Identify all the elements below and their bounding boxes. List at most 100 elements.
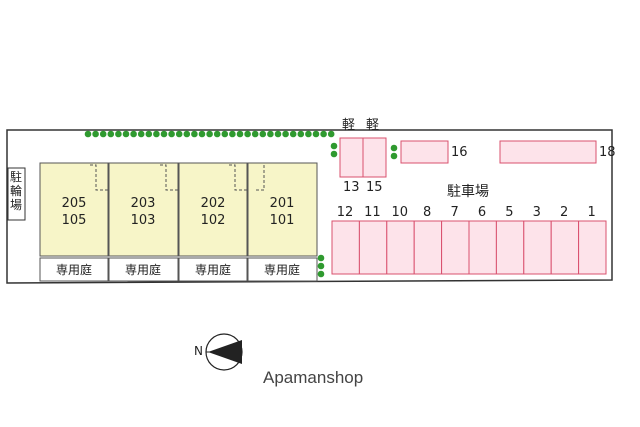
hedge-dot [330,150,338,158]
parking-stall-5 [495,220,525,275]
parking-stall-number: 12 [336,205,354,220]
unit-upper-number: 202 [200,196,226,211]
parking-stall-11 [358,220,388,275]
parking-spot-15-number: 15 [366,180,383,195]
parking-row [331,220,607,275]
unit-label-202-102: 202 102 [193,195,233,229]
hedge-dot [390,144,398,152]
unit-upper-number: 205 [61,196,87,211]
hedge-dot [137,130,145,138]
unit-lower-number: 102 [200,213,226,228]
hedge-dot [267,130,274,138]
hedge-dot [229,130,236,138]
hedge-dot [191,130,198,138]
kei-label-2: 軽 [366,118,380,133]
unit-label-205-105: 205 105 [54,195,94,229]
hedge-dot [305,130,312,138]
kei-parking-spots [339,137,387,178]
hedge-dot [259,130,267,138]
hedge-dot [183,130,191,138]
hedge-dot [175,130,183,138]
private-garden-label: 専用庭 [124,263,161,277]
parking-stall-number: 5 [505,205,514,220]
parking-stall-7 [441,220,470,275]
parking-stall-number: 2 [560,205,569,220]
hedge-dot [327,130,335,138]
parking-stall-10 [386,220,415,275]
unit-label-203-103: 203 103 [123,195,163,229]
hedge-dot [99,130,107,138]
private-garden-label: 専用庭 [194,263,231,277]
parking-spot-16-number: 16 [451,145,468,160]
unit-lower-number: 103 [130,213,156,228]
hedge-top [84,130,335,138]
hedge-dot [153,130,160,138]
unit-block-201-101 [247,162,318,257]
hedge-dot [317,262,325,270]
hedge-dot [198,130,206,138]
parking-stall-number: 11 [364,205,381,220]
hedge-dot [213,130,221,138]
parking-stall-number: 8 [423,205,432,220]
unit-block-203-103 [108,162,179,257]
hedge-dot [317,254,325,262]
building-block [39,162,318,257]
hedge-dot [289,130,297,138]
parking-stall-number: 7 [450,205,459,220]
hedge-dot [107,130,115,138]
kei-label-1: 軽 [342,118,356,133]
hedge-dot [145,130,153,138]
private-garden-label: 専用庭 [263,263,300,277]
parking-area-label: 駐車場 [447,184,489,200]
parking-stall-1 [578,220,607,275]
unit-block-205-105 [39,162,109,257]
parking-stall-number: 3 [532,205,541,220]
parking-stall-6 [468,220,497,275]
hedge-dot [130,130,137,138]
hedge-dot [160,130,168,138]
parking-stall-number: 1 [587,205,596,220]
parking-spot-16 [400,140,449,164]
hedge-dot [320,130,327,138]
hedge-side [317,142,398,278]
hedge-dot [282,130,289,138]
unit-label-201-101: 201 101 [262,195,302,229]
hedge-dot [312,130,320,138]
hedge-dot [168,130,175,138]
compass-icon [205,333,243,371]
unit-upper-number: 201 [269,196,295,211]
parking-stall-number: 10 [391,205,409,220]
hedge-dot [274,130,282,138]
hedge-dot [330,142,338,150]
unit-upper-number: 203 [130,196,156,211]
parking-spot-18 [499,140,597,164]
unit-lower-number: 101 [269,213,295,228]
garden-boxes [39,257,318,282]
parking-spot-18-number: 18 [599,145,616,160]
hedge-dot [390,152,398,160]
brand-logo-text: Apamanshop [263,368,364,387]
hedge-dot [236,130,244,138]
hedge-dot [251,130,259,138]
hedge-dot [317,270,325,278]
unit-lower-number: 105 [61,213,87,228]
bicycle-parking-label: 駐輪場 [10,170,23,212]
hedge-dot [92,130,99,138]
parking-spot-13-number: 13 [343,180,360,195]
parking-stall-12 [331,220,360,275]
parking-stall-number: 6 [477,205,487,220]
parking-stall-2 [550,220,580,275]
hedge-dot [221,130,229,138]
bicycle-parking-area [7,167,26,221]
hedge-dot [297,130,305,138]
hedge-dot [122,130,130,138]
hedge-dot [84,130,92,138]
balcony-outlines [90,164,265,191]
parking-stall-3 [523,220,552,275]
parking-stall-8 [413,220,443,275]
hedge-dot [244,130,251,138]
compass-north-letter: N [194,344,203,358]
private-garden-label: 専用庭 [55,263,92,277]
